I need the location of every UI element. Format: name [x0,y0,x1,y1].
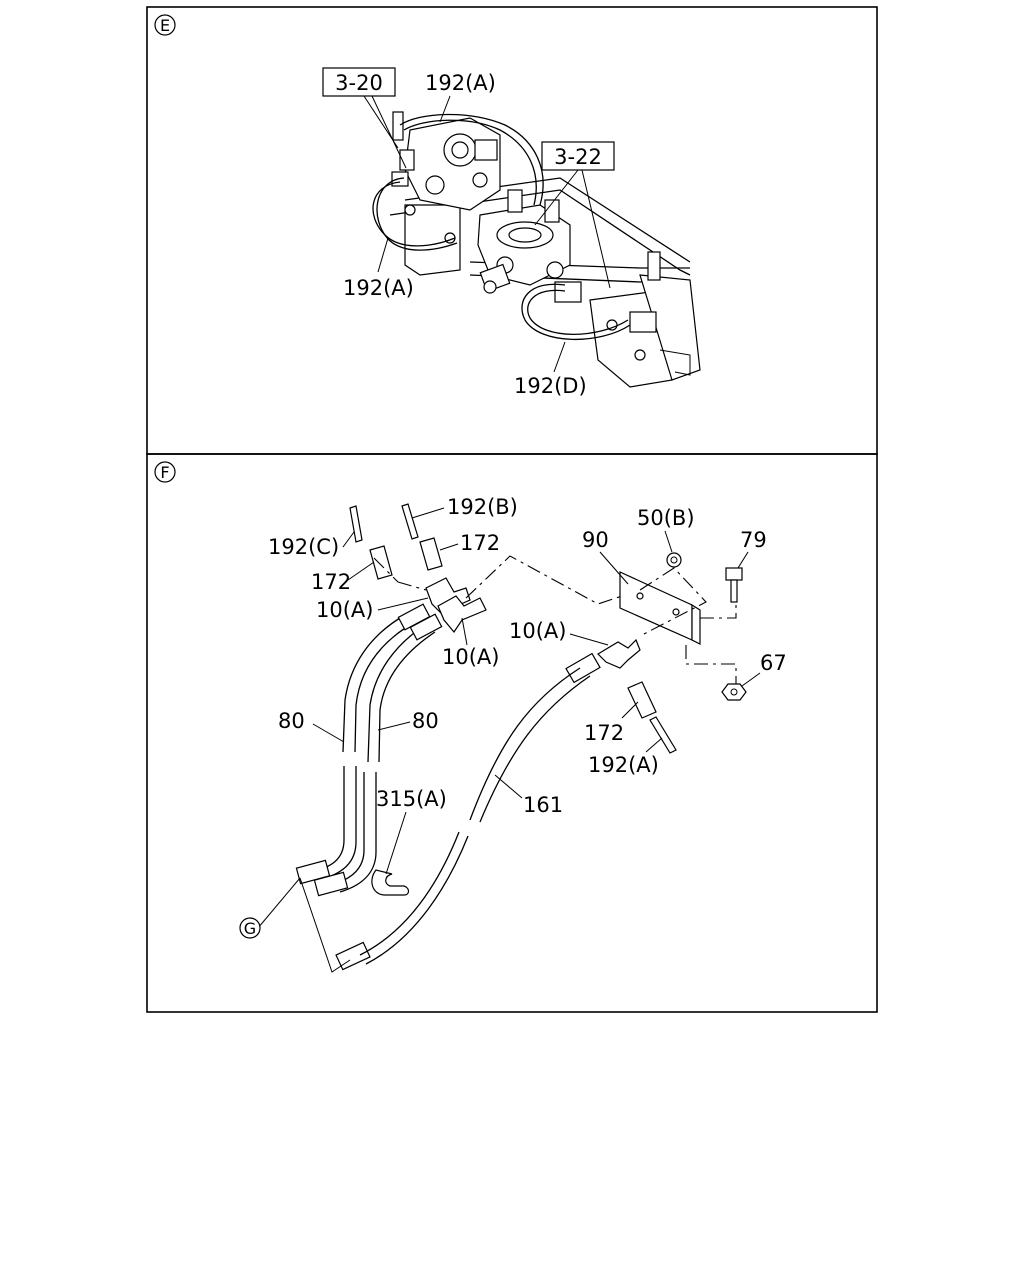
label-80-left: 80 [278,709,305,733]
ref-3-22-label: 3-22 [554,145,602,169]
callout-ref-3-20[interactable]: 3-20 [322,67,407,169]
label-90: 90 [582,528,609,552]
callout-ref-3-22[interactable]: 3-22 [534,141,615,289]
section-g-marker: G [239,917,261,939]
label-192b: 192(B) [447,495,518,519]
section-f-panel: F [146,453,878,1013]
label-50b: 50(B) [637,506,695,530]
section-e-marker [154,14,176,36]
callout-192a-top: 192(A) [425,71,496,123]
section-f-marker [154,461,176,483]
label-79: 79 [740,528,767,552]
section-g-marker-label: G [244,919,256,938]
callout-192b: 192(B) [411,495,518,519]
label-192a-top: 192(A) [425,71,496,95]
label-172-top: 172 [460,531,500,555]
valve-assembly-illustration [372,111,701,388]
callout-161: 161 [494,774,563,817]
callout-67: 67 [741,651,787,687]
label-315a: 315(A) [376,787,447,811]
callout-10a-left: 10(A) [316,597,429,622]
section-f-marker-label: F [160,463,169,482]
callout-80-right: 80 [377,709,439,733]
callout-315a: 315(A) [376,787,447,875]
section-e-marker-label: E [160,16,170,35]
callout-80-left: 80 [278,709,345,743]
exploded-hose-parts [257,503,747,973]
callout-192d: 192(D) [514,341,587,398]
label-172-left: 172 [311,570,351,594]
label-192d: 192(D) [514,374,587,398]
callout-10a-mid: 10(A) [442,617,499,669]
callout-172-right: 172 [584,701,639,745]
label-10a-left: 10(A) [316,598,373,622]
callout-192a: 192(A) [588,737,663,777]
callout-79: 79 [737,528,767,569]
ref-3-20-label: 3-20 [335,71,383,95]
callout-192a-left: 192(A) [343,237,414,300]
label-172-right: 172 [584,721,624,745]
callout-50b: 50(B) [637,506,695,553]
label-10a-mid: 10(A) [442,645,499,669]
label-10a-right: 10(A) [509,619,566,643]
callout-172-left: 172 [311,561,375,594]
callout-172-top: 172 [439,531,500,555]
label-192a: 192(A) [588,753,659,777]
label-80-right: 80 [412,709,439,733]
label-192a-left: 192(A) [343,276,414,300]
callout-10a-right: 10(A) [509,619,609,646]
callout-192c: 192(C) [268,531,355,559]
label-161: 161 [523,793,563,817]
label-67: 67 [760,651,787,675]
callout-90: 90 [582,528,629,585]
label-192c: 192(C) [268,535,339,559]
